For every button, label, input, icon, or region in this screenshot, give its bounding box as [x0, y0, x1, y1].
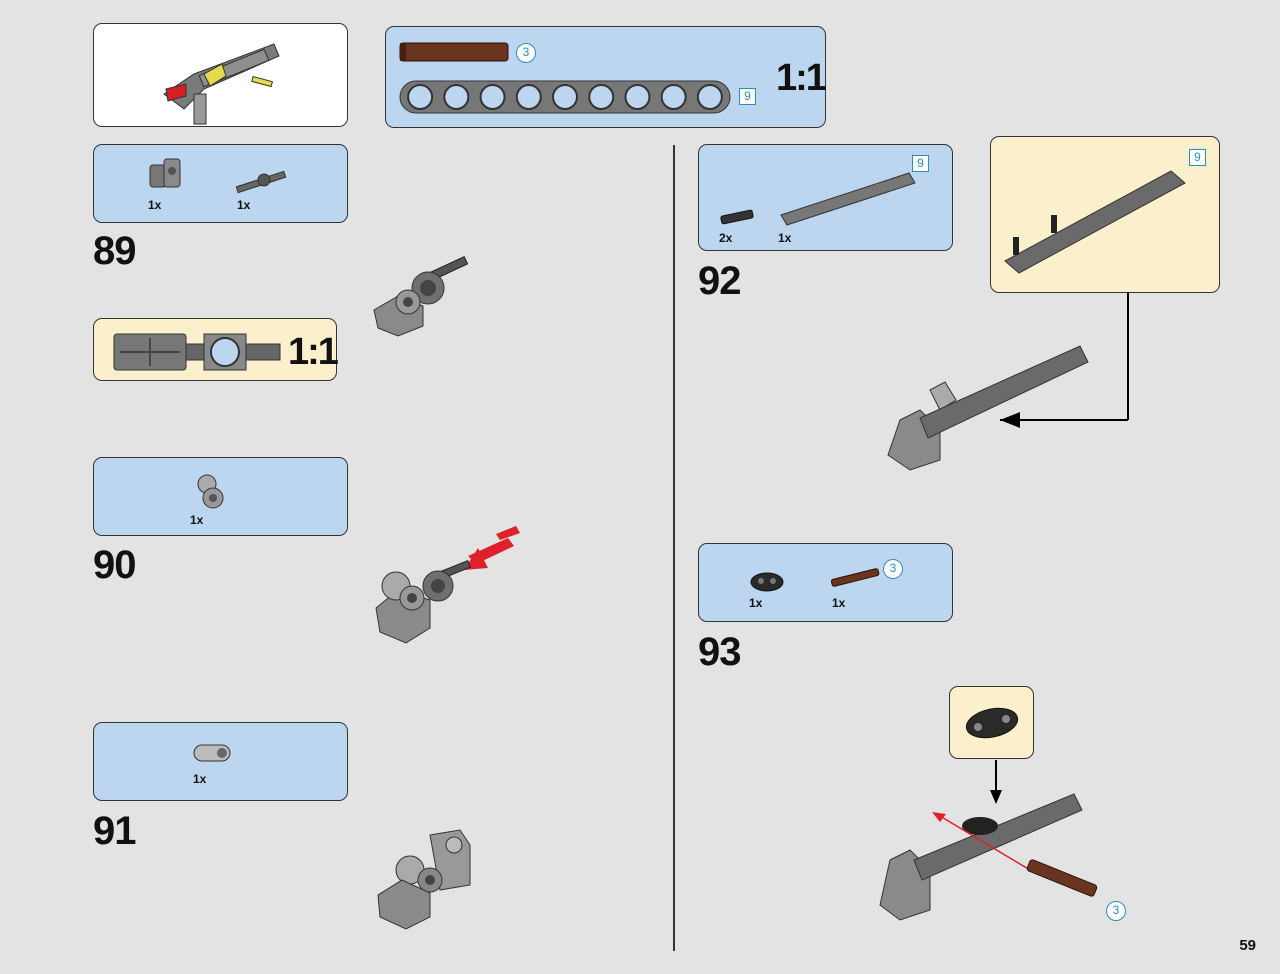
step-89-part-1-qty: 1x [148, 198, 162, 212]
install-axle-length-badge: 3 [1106, 901, 1126, 921]
step-93-part-2-qty: 1x [832, 596, 846, 610]
beam-with-pins-icon [1004, 170, 1186, 274]
step-89-part-2-qty: 1x [237, 198, 251, 212]
scale-check-panel: 1:1 [93, 318, 339, 381]
beam-hole [479, 84, 506, 110]
step-89-number: 89 [93, 229, 136, 273]
step-92-assembly-icon [887, 345, 1128, 471]
connector-icon [149, 158, 181, 188]
beam-hole [660, 84, 687, 110]
axle-length-badge: 3 [516, 43, 536, 63]
step-92-number: 92 [698, 259, 741, 303]
step-89-parts-panel: 1x 1x [93, 144, 348, 223]
step-92-subassembly-callout: 9 [990, 136, 1220, 293]
beam-hole [515, 84, 542, 110]
beam-length-badge: 9 [912, 155, 929, 172]
step-90-number: 90 [93, 543, 136, 587]
beam-hole [588, 84, 615, 110]
scale-label-small: 1:1 [288, 331, 339, 373]
callout-beam-length-badge: 9 [1189, 149, 1206, 166]
beam-hole [624, 84, 651, 110]
step-89-assembly-icon [373, 255, 469, 337]
step-91-number: 91 [93, 809, 136, 853]
connector-icon [197, 474, 224, 509]
axle-ruler-icon [399, 42, 509, 62]
beam-hole [443, 84, 470, 110]
step-91-parts-panel: 1x [93, 722, 348, 801]
beam-hole [552, 84, 578, 110]
axle-icon [830, 568, 880, 587]
step-93-assembly-icon [879, 760, 1098, 921]
column-divider [673, 145, 675, 951]
connector-scale-icon [113, 333, 281, 371]
pin-icon [720, 209, 754, 225]
axle-pin-icon [235, 170, 287, 194]
step-90-parts-panel: 1x [93, 457, 348, 536]
step-92-part-1-qty: 2x [719, 231, 733, 245]
beam-icon [780, 172, 916, 226]
assembly-overview-panel [93, 23, 348, 127]
step-90-part-1-qty: 1x [190, 513, 204, 527]
step-91-part-1-qty: 1x [193, 772, 207, 786]
connector-icon [965, 707, 1019, 739]
parts-ruler-panel: 3 9 1:1 [385, 26, 827, 128]
assembly-model-icon [163, 43, 280, 125]
callout-connector-line [1127, 292, 1129, 420]
beam-length-badge: 9 [739, 88, 756, 105]
connector-icon [750, 572, 784, 592]
page-number: 59 [1239, 937, 1256, 954]
scale-label: 1:1 [776, 57, 827, 99]
step-93-number: 93 [698, 630, 741, 674]
step-90-assembly-icon [375, 526, 520, 644]
step-91-assembly-icon [377, 829, 471, 930]
beam-hole [696, 84, 723, 110]
beam-ruler-icon [399, 80, 731, 114]
step-93-connector-callout [949, 686, 1034, 759]
step-92-part-2-qty: 1x [778, 231, 792, 245]
step-92-parts-panel: 9 2x 1x [698, 144, 953, 251]
axle-length-badge: 3 [883, 559, 903, 579]
step-93-parts-panel: 1x 3 1x [698, 543, 953, 622]
beam-hole [407, 84, 434, 110]
step-93-part-1-qty: 1x [749, 596, 763, 610]
connector-icon [193, 744, 231, 762]
